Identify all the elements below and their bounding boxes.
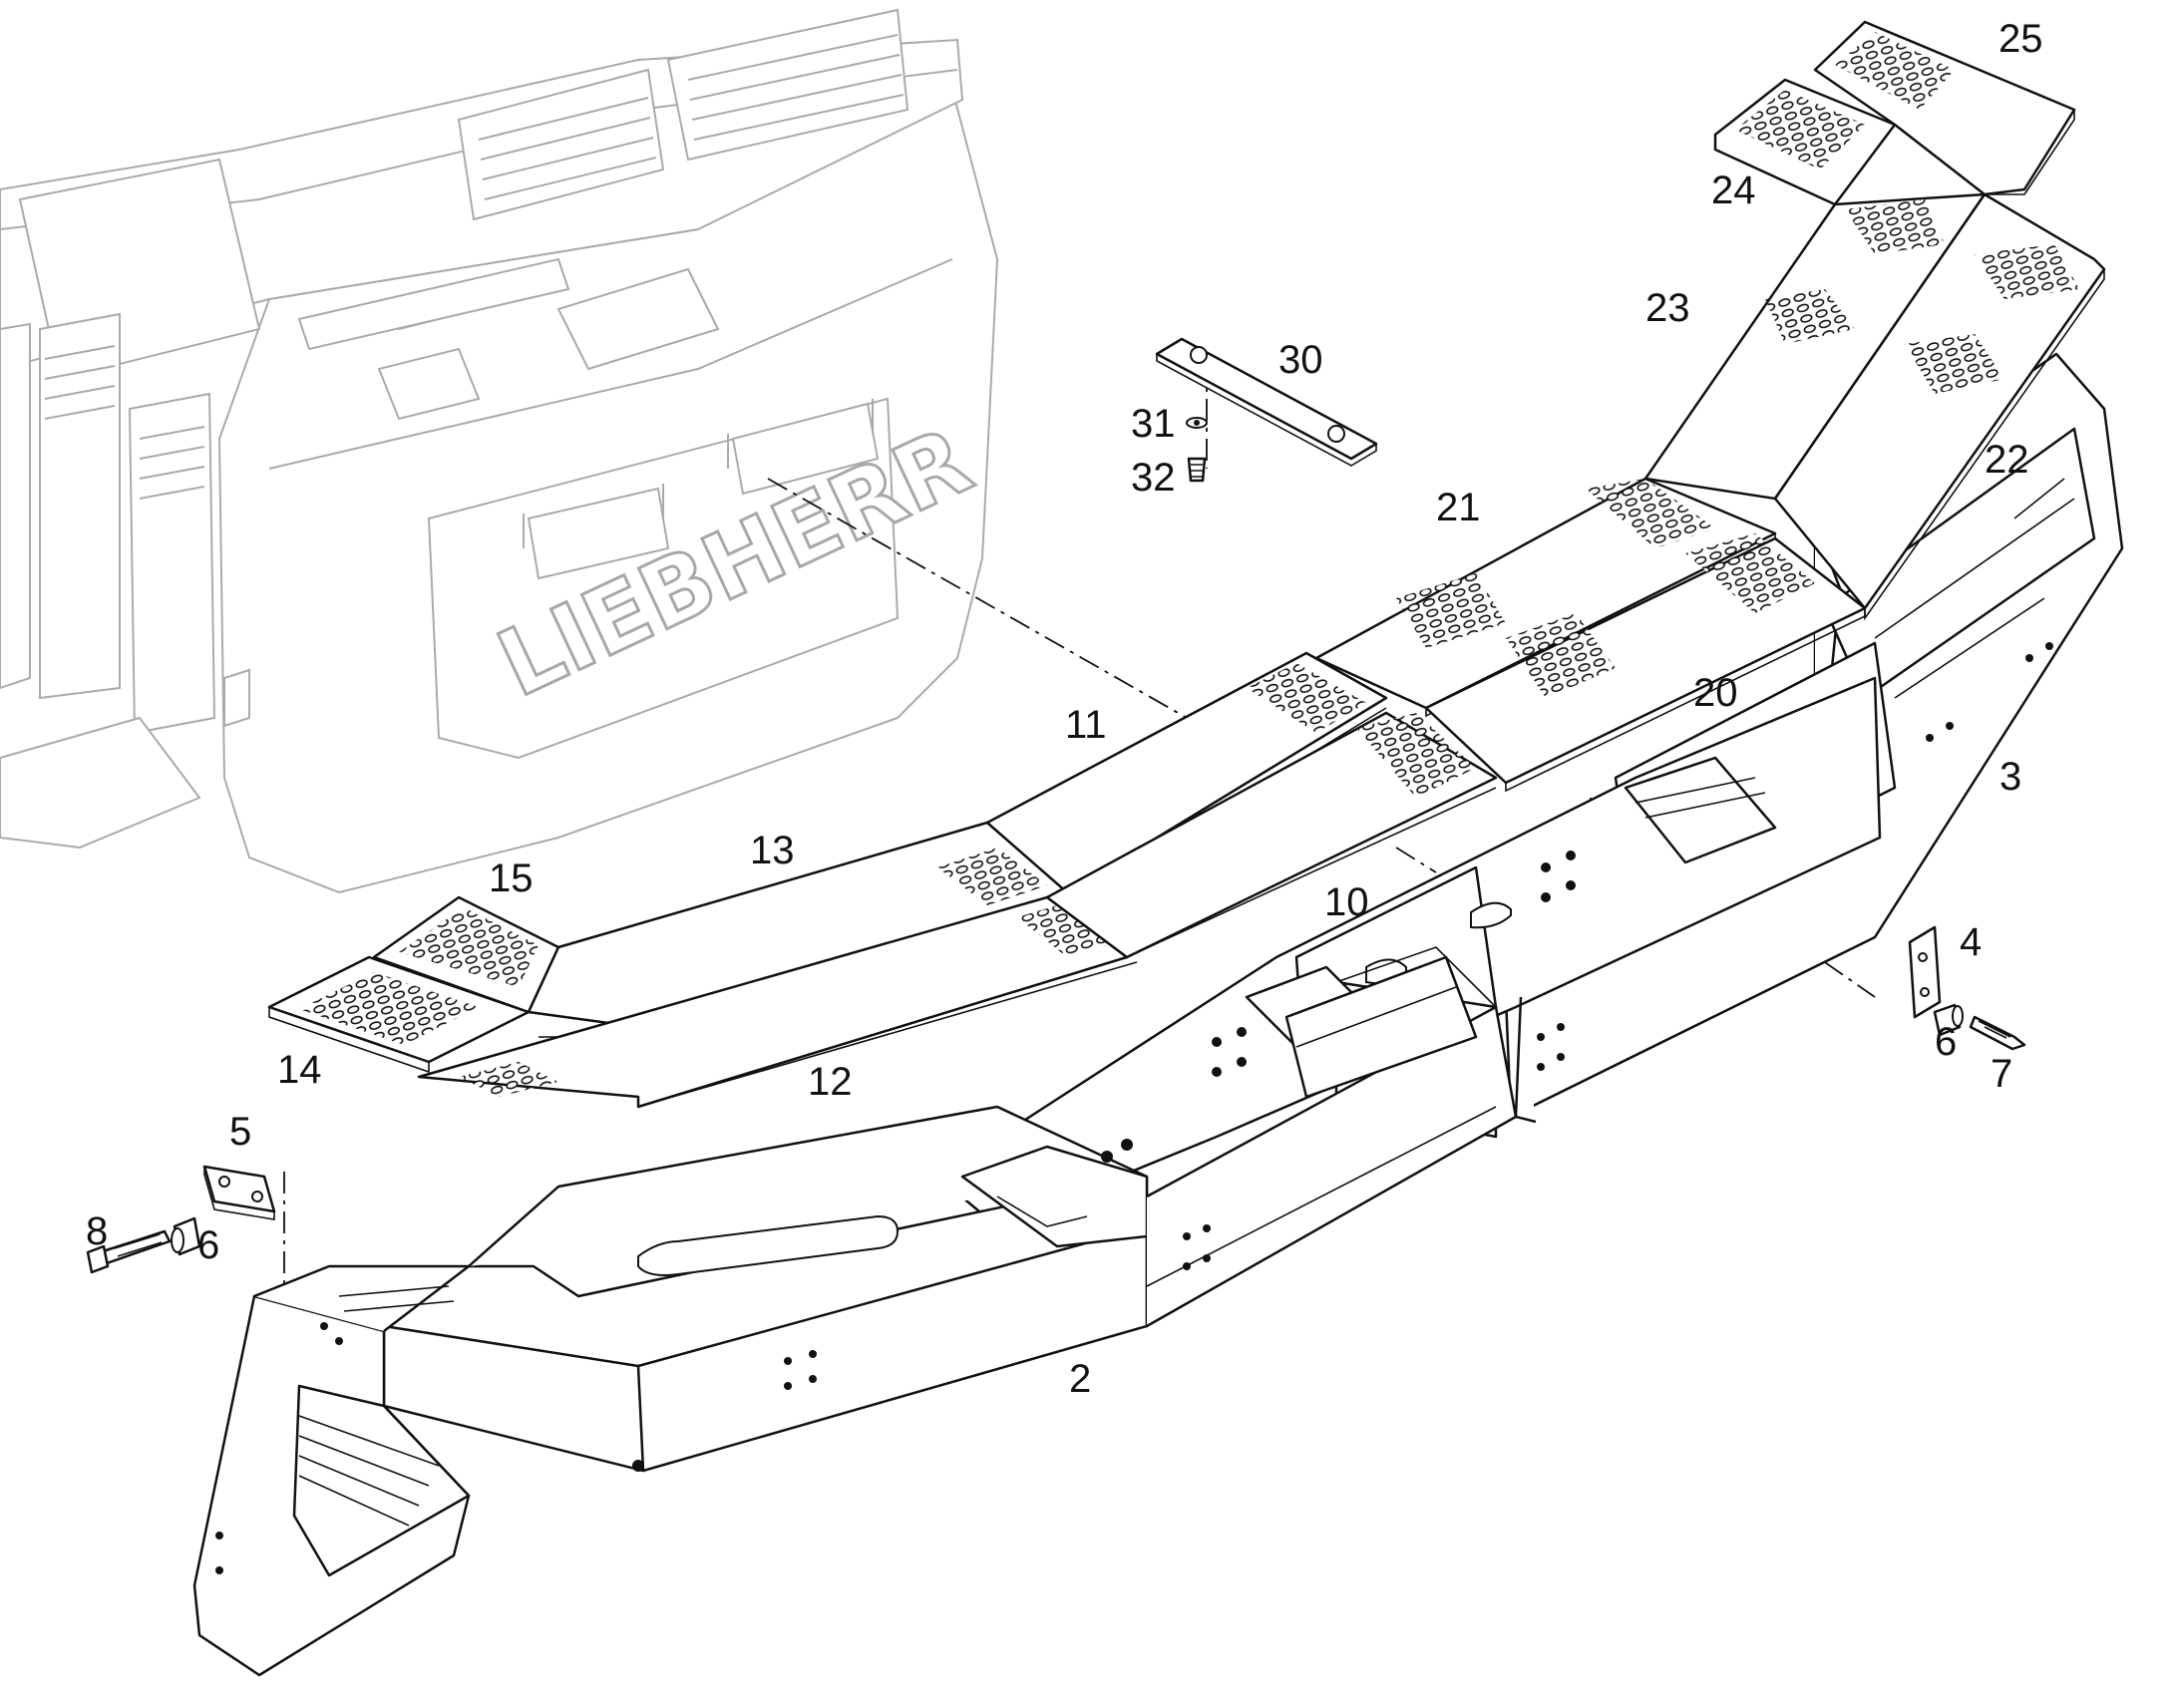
callout-14: 14: [277, 1048, 322, 1092]
callout-31: 31: [1131, 402, 1176, 446]
callout-30: 30: [1278, 338, 1323, 382]
callout-32: 32: [1131, 456, 1176, 500]
callout-15: 15: [489, 856, 534, 900]
callout-21: 21: [1436, 486, 1481, 529]
walkway-plates-11-12-13: [417, 651, 1498, 1109]
machine-body-ghost: LIEBHERR: [0, 8, 999, 894]
callout-12: 12: [808, 1060, 853, 1104]
callout-25: 25: [1998, 17, 2043, 61]
plate-30-assembly: [1155, 337, 1378, 483]
callout-20: 20: [1693, 671, 1738, 715]
callout-4: 4: [1960, 920, 1982, 964]
callout-10: 10: [1324, 880, 1369, 924]
callout-2: 2: [1069, 1357, 1091, 1401]
callout-7: 7: [1991, 1052, 2012, 1096]
walkway-plates-24-25: [1713, 20, 2076, 206]
walkway-plates-14-15: [267, 895, 560, 1074]
callout-8: 8: [86, 1209, 108, 1253]
callout-3: 3: [1999, 755, 2021, 799]
callout-13: 13: [750, 829, 795, 872]
callout-24: 24: [1711, 169, 1756, 212]
callout-5: 5: [229, 1110, 251, 1154]
walkway-plates-20-21: [1314, 477, 1867, 793]
callout-6-right: 6: [1935, 1020, 1957, 1064]
callout-labels: 2 3 4 5 6 6 7 8 10 11 12 13 14 15 20 21 …: [86, 17, 2043, 1401]
callout-23: 23: [1645, 286, 1690, 330]
bracket-5-assembly: [86, 1165, 276, 1274]
callout-6-left: 6: [197, 1223, 219, 1267]
walkway-plates-22-23: [1643, 192, 2106, 621]
frame-part-2: [382, 955, 1518, 1473]
callout-11: 11: [1065, 703, 1107, 747]
step-end-piece: [192, 1264, 471, 1677]
callout-22: 22: [1985, 438, 2029, 482]
bracket-4-assembly: [1908, 925, 2026, 1051]
